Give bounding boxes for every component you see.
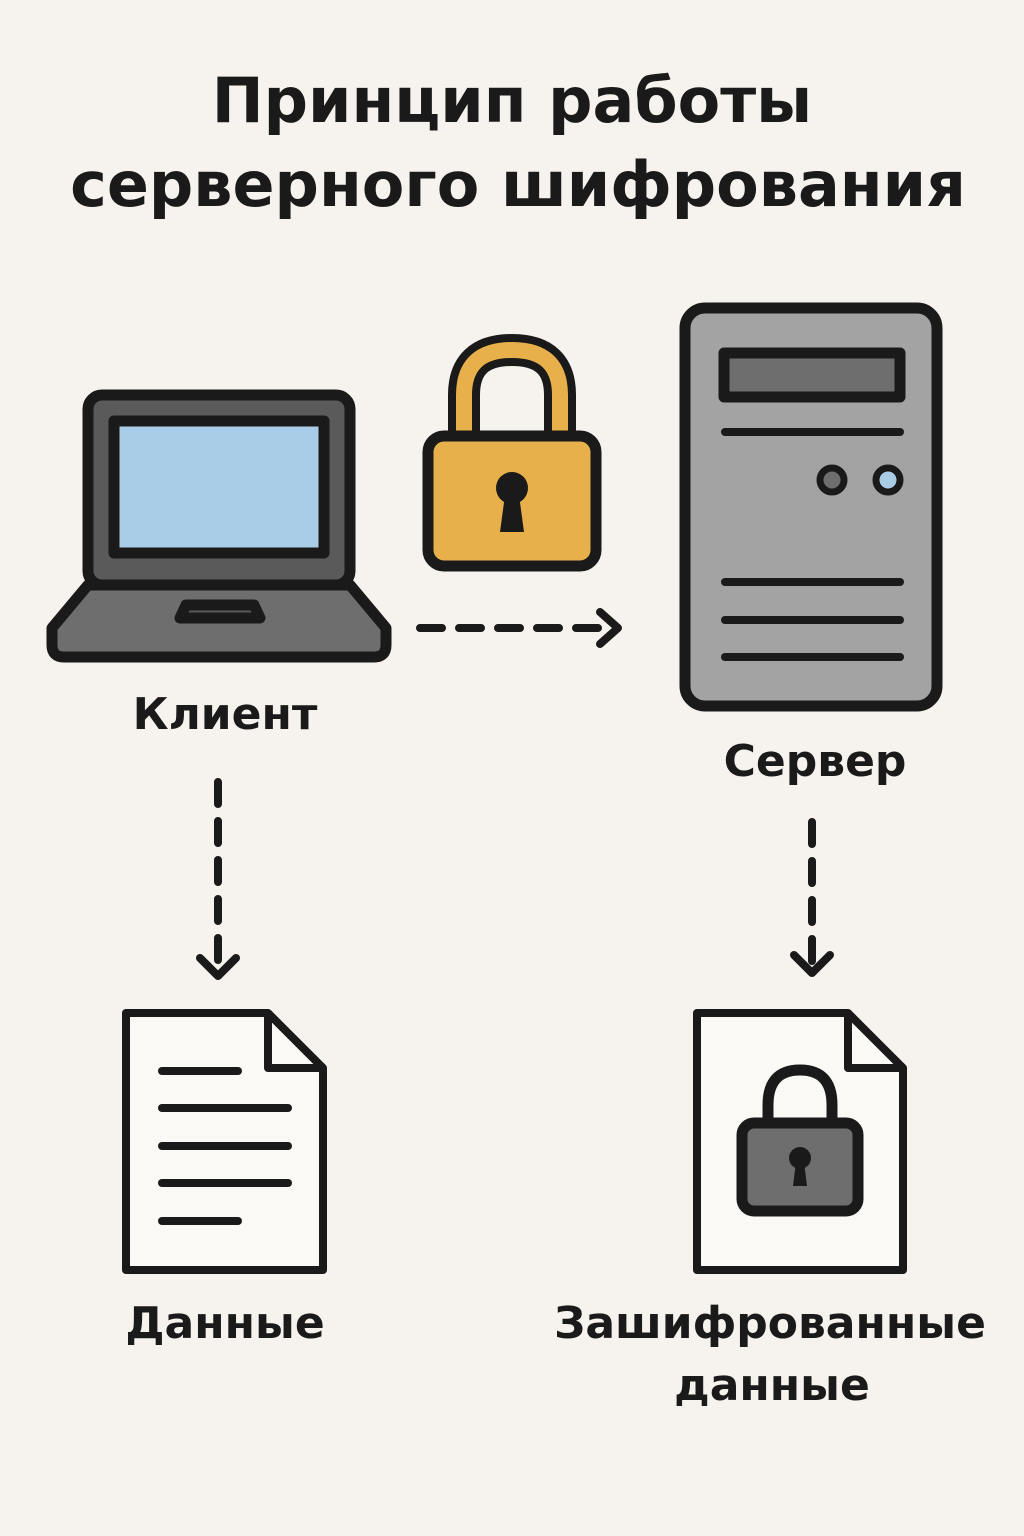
server-icon [679,302,943,712]
document-icon [122,1009,327,1274]
encrypted-document-icon [693,1009,907,1274]
padlock-icon [422,333,602,572]
arrow-client-to-server [416,608,622,648]
laptop-icon [46,389,392,663]
title-line-2: серверного шифрования [70,148,966,221]
data-label: Данные [125,1298,324,1349]
client-label: Клиент [133,689,318,740]
encrypted-data-label-line-1: Зашифрованные [554,1298,986,1349]
lock-icon [736,1064,864,1217]
title-line-1: Принцип работы [212,64,812,137]
arrow-server-to-encrypted [790,818,834,977]
server-label: Сервер [724,736,907,787]
arrow-client-to-data [196,778,240,980]
encrypted-data-label-line-2: данные [674,1360,870,1411]
